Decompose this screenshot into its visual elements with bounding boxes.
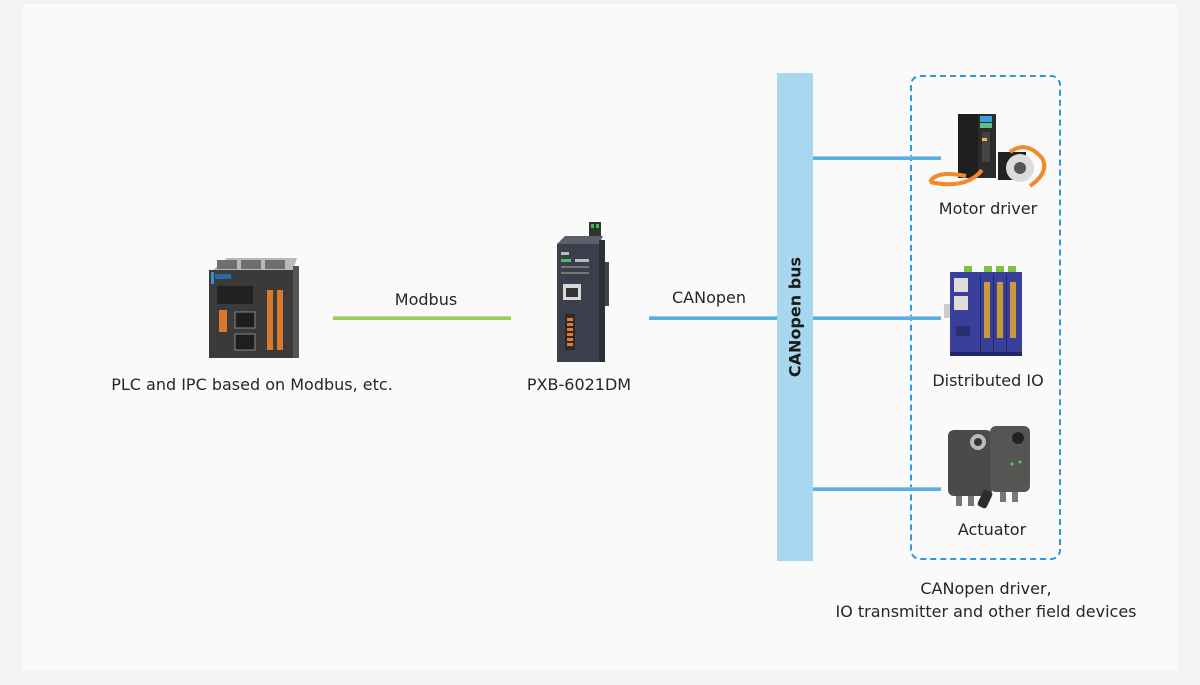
group-caption-line2: IO transmitter and other field devices bbox=[835, 602, 1137, 621]
distributed-io-branch-line bbox=[813, 316, 941, 320]
canopen-link-label: CANopen bbox=[671, 288, 747, 307]
plc-label: PLC and IPC based on Modbus, etc. bbox=[111, 375, 393, 394]
canopen-bus-label: CANopen bus bbox=[785, 256, 805, 378]
gateway-module-icon bbox=[553, 222, 613, 364]
modbus-link-line bbox=[333, 316, 511, 320]
modbus-link-label: Modbus bbox=[394, 290, 458, 309]
canopen-bus: CANopen bus bbox=[777, 73, 813, 561]
actuator-branch-line bbox=[813, 487, 941, 491]
group-caption-line1: CANopen driver, bbox=[920, 579, 1052, 598]
actuator-label: Actuator bbox=[957, 520, 1027, 539]
servo-motor-driver-icon bbox=[926, 110, 1048, 194]
gateway-label: PXB-6021DM bbox=[526, 375, 632, 394]
distributed-io-icon bbox=[944, 266, 1028, 360]
motor-driver-branch-line bbox=[813, 156, 941, 160]
actuator-icon bbox=[944, 424, 1034, 512]
distributed-io-label: Distributed IO bbox=[932, 371, 1044, 390]
plc-controller-icon bbox=[207, 256, 299, 360]
canopen-link-line bbox=[649, 316, 777, 320]
motor-driver-label: Motor driver bbox=[938, 199, 1038, 218]
